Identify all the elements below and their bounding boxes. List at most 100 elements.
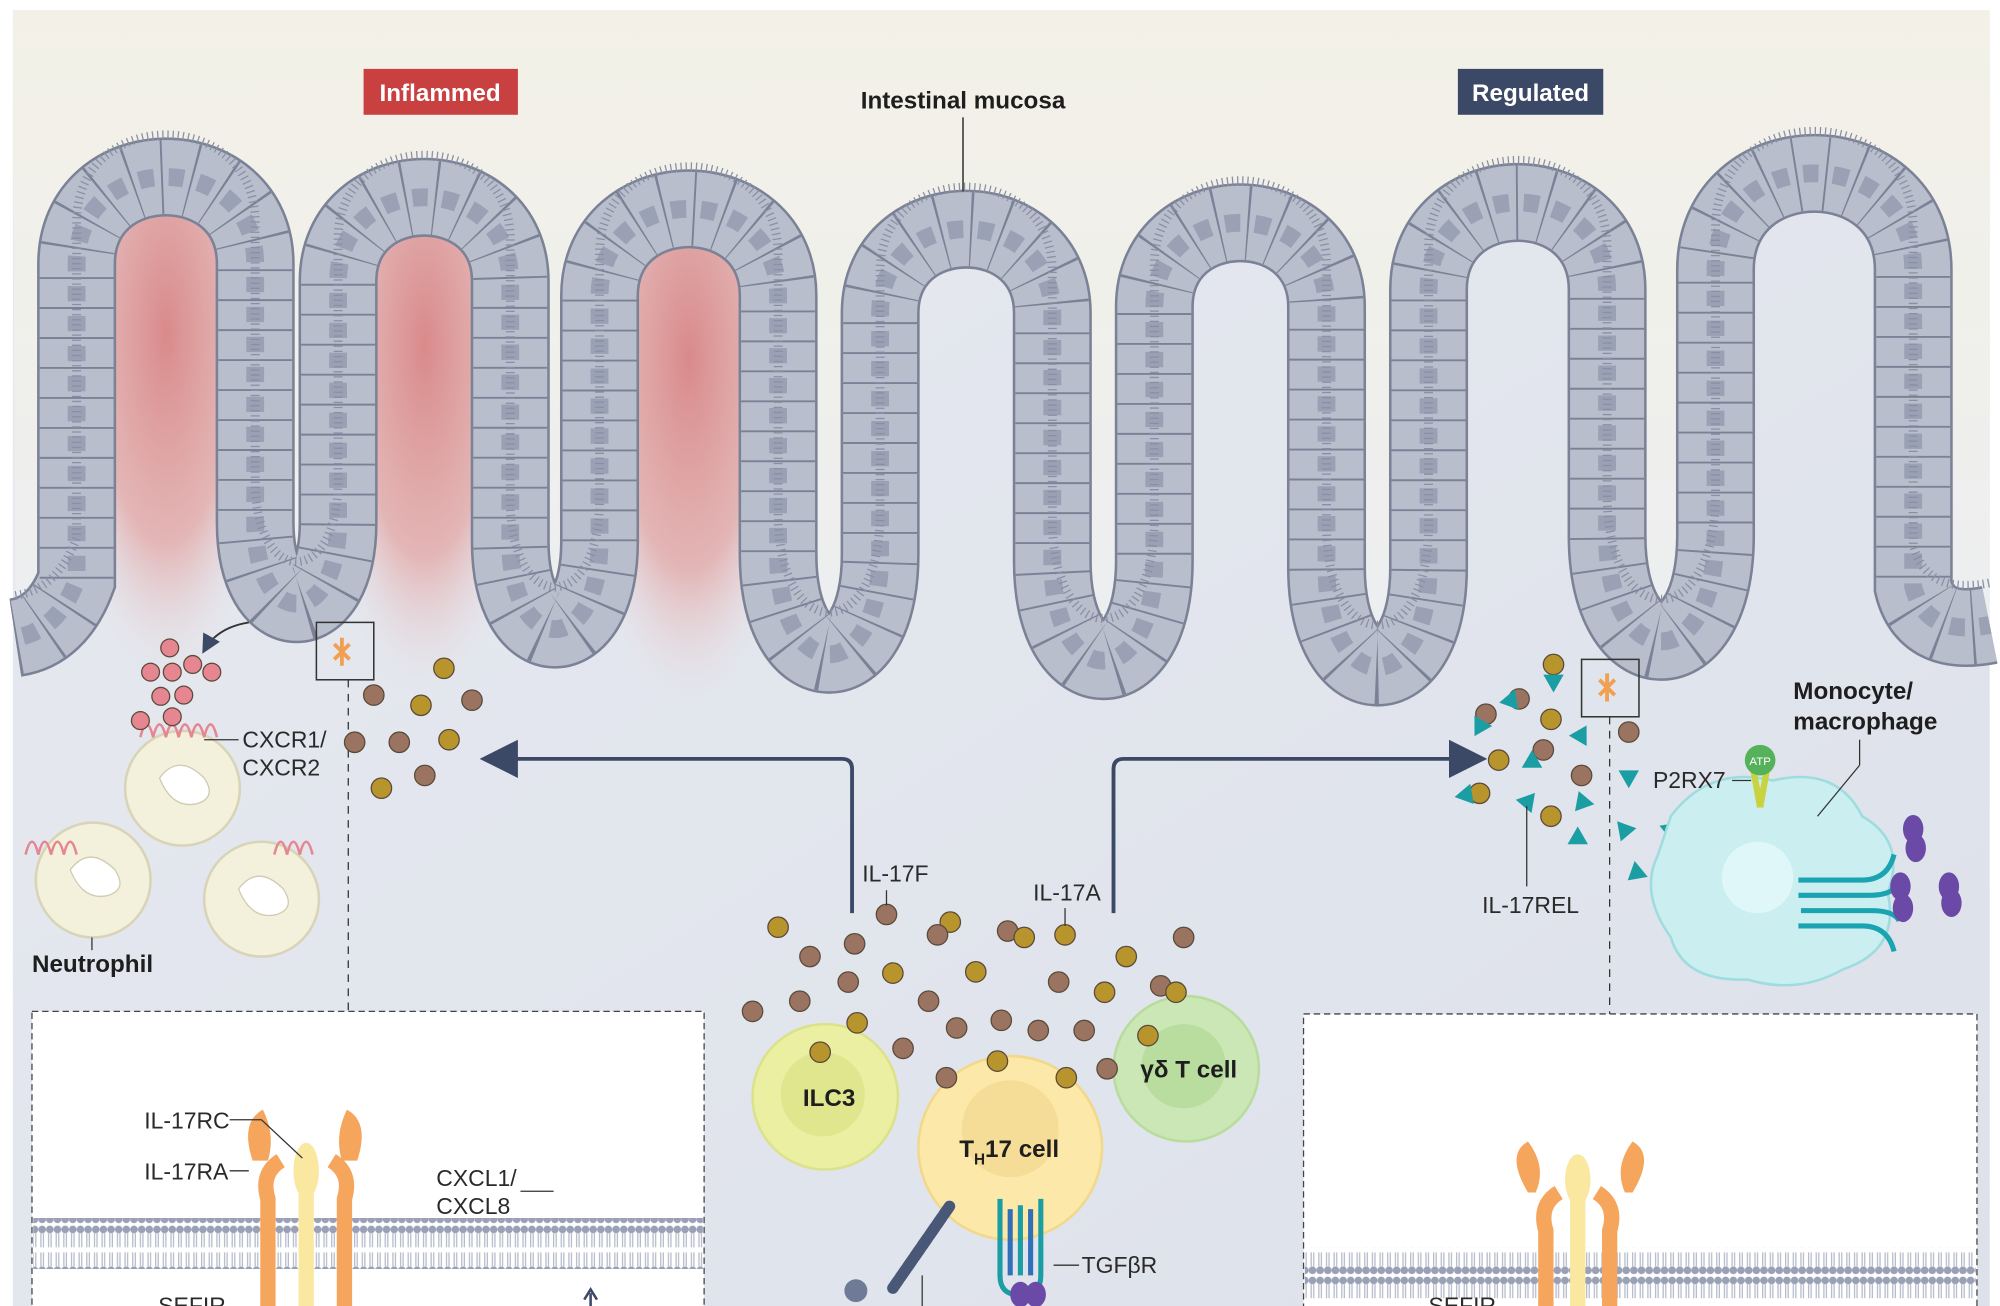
svg-text:TH17 cell: TH17 cell bbox=[959, 1136, 1059, 1169]
p2rx7-label: P2RX7 bbox=[1653, 767, 1726, 793]
macrophage-label: macrophage bbox=[1793, 709, 1937, 736]
chemokine-cxcl bbox=[141, 662, 161, 682]
cxcl-label-2: CXCL8 bbox=[436, 1193, 510, 1219]
il17-cytokine bbox=[1617, 721, 1640, 743]
il17-cytokine bbox=[433, 657, 455, 680]
il17rel-molecule bbox=[1568, 725, 1587, 747]
il17-cytokine bbox=[945, 1017, 968, 1039]
il17rel-molecule bbox=[1567, 826, 1588, 845]
il17rel-molecule bbox=[1575, 791, 1595, 812]
neutrophil-cells bbox=[24, 723, 321, 958]
il17-cytokine bbox=[461, 689, 483, 712]
il17-cytokine bbox=[1096, 1057, 1118, 1080]
il17-cytokine bbox=[1570, 764, 1593, 787]
il17-cytokine bbox=[837, 971, 860, 993]
il17rc-label: IL-17RC bbox=[144, 1108, 229, 1134]
zoom-box-left bbox=[315, 621, 375, 681]
monocyte-macrophage-cell: ATP bbox=[1649, 739, 1962, 987]
il17rel-molecule bbox=[1521, 750, 1543, 768]
chemokine-cxcl bbox=[130, 711, 150, 731]
inflamed-detail-panel bbox=[31, 1010, 705, 1306]
il17-cytokine bbox=[388, 731, 411, 754]
il17-cytokine bbox=[788, 990, 811, 1013]
receptor-icon bbox=[1598, 673, 1617, 702]
chemokine-cxcl bbox=[151, 686, 171, 706]
svg-text:ILC3: ILC3 bbox=[803, 1085, 855, 1112]
svg-text:Inflammed: Inflammed bbox=[380, 80, 501, 107]
il17-cytokine bbox=[926, 924, 949, 946]
chemokine-cxcl bbox=[160, 638, 180, 658]
il17-cytokine bbox=[1540, 805, 1562, 828]
il17-cytokine bbox=[362, 684, 385, 706]
tgfbr-label: TGFβR bbox=[1082, 1252, 1158, 1278]
receptor-icon bbox=[332, 637, 351, 666]
chemokine-cxcl bbox=[162, 662, 182, 682]
intestinal-mucosa-label: Intestinal mucosa bbox=[861, 87, 1066, 114]
il17-cytokine bbox=[1487, 749, 1510, 771]
chain-molecule bbox=[844, 1199, 956, 1306]
il17rel-molecule bbox=[1474, 715, 1493, 737]
il17f-label: IL-17F bbox=[862, 860, 928, 886]
neutrophil-label: Neutrophil bbox=[32, 951, 153, 978]
monocyte-label: Monocyte/ bbox=[1793, 678, 1913, 705]
chemokine-cxcl bbox=[202, 662, 222, 682]
il17-cytokine bbox=[1013, 926, 1036, 949]
il17-cytokine bbox=[1137, 1024, 1159, 1047]
il17-cytokine bbox=[370, 777, 393, 800]
gd-t-cell: γδ T cell bbox=[1112, 994, 1261, 1143]
il17-cytokine bbox=[343, 731, 366, 754]
il17-cytokine bbox=[892, 1037, 914, 1060]
tgfbr-receptor bbox=[997, 1198, 1080, 1306]
chemokine-arrow bbox=[202, 621, 249, 654]
cxcr-label-2: CXCR2 bbox=[242, 754, 320, 780]
il17-cytokine bbox=[964, 961, 987, 983]
il17-cytokine bbox=[1047, 971, 1070, 993]
il17rel-molecule bbox=[1499, 689, 1519, 710]
il17-cytokine bbox=[410, 694, 432, 717]
intestinal-epithelium bbox=[7, 136, 1997, 704]
il17rel-molecule bbox=[1454, 783, 1474, 804]
il17rel-label: IL-17REL bbox=[1482, 892, 1579, 918]
il17-cytokine bbox=[438, 728, 460, 751]
il17-cytokine bbox=[917, 990, 940, 1013]
th17-cell: TH17 cell bbox=[917, 1054, 1104, 1241]
cell-membrane bbox=[33, 1217, 703, 1270]
inflamed-tag: Inflammed bbox=[363, 68, 518, 115]
sefir-label-left: SEFIR bbox=[158, 1293, 226, 1306]
il17-cytokine bbox=[875, 903, 898, 926]
il17a-label: IL-17A bbox=[1033, 879, 1101, 905]
il17-cytokine bbox=[741, 1000, 764, 1023]
svg-text:ATP: ATP bbox=[1749, 756, 1771, 768]
il17-cytokine bbox=[413, 764, 436, 787]
il17-cytokine bbox=[1027, 1019, 1050, 1042]
cxcl-label: CXCL1/ bbox=[436, 1165, 517, 1191]
il17rel-molecule bbox=[1515, 792, 1535, 814]
il17-cytokine bbox=[843, 932, 866, 955]
chemokine-cxcl bbox=[174, 685, 194, 705]
il17ra-label: IL-17RA bbox=[144, 1159, 229, 1185]
il17-cytokine bbox=[935, 1066, 958, 1089]
il17-cytokine bbox=[1542, 653, 1565, 676]
il17-cytokine bbox=[799, 945, 821, 968]
il17-cytokine bbox=[1540, 708, 1562, 731]
il17f-arrow-to-inflamed bbox=[479, 739, 854, 914]
il17a-arrow-to-regulated bbox=[1111, 739, 1488, 914]
regulated-tag: Regulated bbox=[1457, 68, 1604, 115]
il17-cytokine bbox=[767, 916, 789, 939]
svg-text:γδ T cell: γδ T cell bbox=[1140, 1057, 1237, 1084]
il17rel-molecule bbox=[1617, 821, 1637, 842]
ilc3-cell: ILC3 bbox=[751, 1022, 900, 1171]
il17-cytokine bbox=[1172, 926, 1195, 949]
il17-cytokine bbox=[986, 1050, 1009, 1072]
il17-cytokine bbox=[1532, 739, 1555, 761]
il17-cytokine bbox=[990, 1009, 1013, 1032]
il17-cytokine bbox=[1073, 1019, 1096, 1042]
il17rel-molecule bbox=[1543, 674, 1564, 693]
regulated-detail-panel bbox=[1302, 1013, 1978, 1306]
sefir-label-right: SEFIR bbox=[1429, 1293, 1497, 1306]
il17-cytokine bbox=[1054, 924, 1076, 946]
il17-cytokine bbox=[882, 962, 904, 984]
il17rel-molecule bbox=[1627, 861, 1648, 881]
